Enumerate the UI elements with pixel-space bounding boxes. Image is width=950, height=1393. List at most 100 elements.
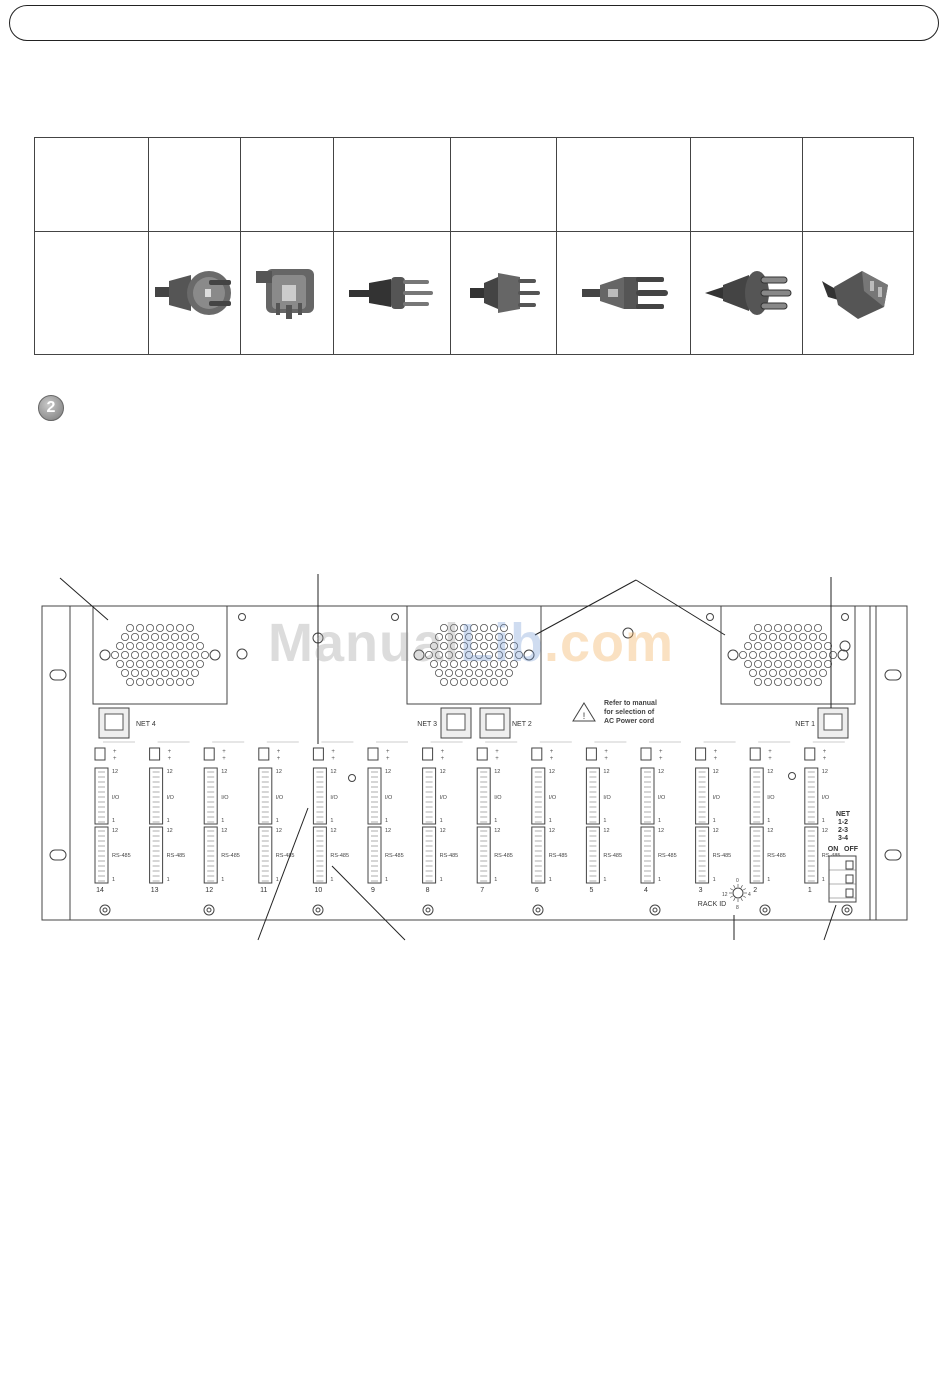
slot-polarity-mark: + — [331, 756, 335, 762]
slot-io-connector — [422, 767, 437, 825]
slot-pin-label: 1 — [112, 877, 115, 883]
slot-pin-label: 12 — [112, 769, 118, 775]
fan-vent-hole — [764, 624, 773, 633]
fan-vent-hole — [175, 624, 184, 633]
slot-pin-label: 12 — [494, 828, 500, 834]
panel-screw-center — [315, 907, 321, 913]
fan-vent-hole — [749, 669, 758, 678]
slot-number: 12 — [205, 887, 213, 894]
danish-plug-icon — [704, 271, 792, 315]
fan-vent-hole — [185, 642, 194, 651]
fan-vent-hole — [459, 660, 468, 669]
fan-vent-hole — [170, 651, 179, 660]
network-port-socket — [104, 713, 124, 731]
fan-vent-hole — [814, 624, 823, 633]
fan-vent-hole — [459, 624, 468, 633]
fan-vent-hole — [135, 642, 144, 651]
fan-vent-hole — [135, 678, 144, 687]
fan-vent-hole — [454, 651, 463, 660]
net-switch-label: 3-4 — [838, 835, 848, 842]
fan-screw — [837, 649, 849, 661]
slot-rs485-connector — [804, 826, 819, 884]
slot-pin-label: 1 — [276, 877, 279, 883]
fan-vent-hole — [754, 642, 763, 651]
fan-vent-hole — [116, 642, 125, 651]
fan-vent-hole — [155, 624, 164, 633]
slot-power-terminal — [149, 747, 161, 761]
slot-io-connector — [585, 767, 600, 825]
slot-pin-label: 1 — [603, 818, 606, 824]
slot-pin-label: 12 — [385, 769, 391, 775]
fan-vent-hole — [464, 651, 473, 660]
fan-vent-hole — [769, 669, 778, 678]
fan-vent-hole — [434, 669, 443, 678]
fan-vent-hole — [464, 633, 473, 642]
fan-vent-hole — [804, 624, 813, 633]
network-port-socket — [446, 713, 466, 731]
slot-rs485-connector — [203, 826, 218, 884]
slot-power-terminal — [640, 747, 652, 761]
warning-exclamation: ! — [583, 711, 586, 721]
network-port-socket — [485, 713, 505, 731]
panel-screw-center — [425, 907, 431, 913]
slot-rs485-connector — [258, 826, 273, 884]
panel-screw-center — [102, 907, 108, 913]
fan-vent-hole — [140, 669, 149, 678]
slot-io-connector — [312, 767, 327, 825]
panel-screw-center — [844, 907, 850, 913]
fan-vent-hole — [819, 669, 828, 678]
slot-pin-label: 12 — [767, 769, 773, 775]
fan-vent-hole — [784, 642, 793, 651]
fan-vent-hole — [145, 678, 154, 687]
panel-screw — [841, 613, 849, 621]
panel-screw — [706, 613, 714, 621]
slot-polarity-mark: + — [823, 756, 827, 762]
fan-vent-hole — [175, 678, 184, 687]
fan-vent-hole — [499, 642, 508, 651]
slot-polarity-mark: + — [495, 756, 499, 762]
fan-vent-hole — [145, 660, 154, 669]
rack-id-dial-tick — [743, 895, 746, 898]
south-africa-plug-icon — [581, 277, 668, 309]
slot-polarity-mark: + — [222, 756, 226, 762]
fan-vent-hole — [180, 633, 189, 642]
panel-screw — [622, 627, 634, 639]
fan-vent-hole — [459, 642, 468, 651]
slot-pin-label: 12 — [330, 828, 336, 834]
fan-vent-hole — [784, 678, 793, 687]
slot-power-terminal — [695, 747, 707, 761]
fan-vent-hole — [794, 678, 803, 687]
fan-vent-hole — [439, 642, 448, 651]
fan-screw — [209, 649, 221, 661]
fan-vent-hole — [474, 651, 483, 660]
rack-id-dial-tick — [740, 898, 743, 901]
slot-rs485-connector — [695, 826, 710, 884]
network-port — [440, 707, 472, 739]
slot-polarity-mark: + — [277, 756, 281, 762]
fan-vent-hole — [489, 660, 498, 669]
fan-vent-hole — [499, 660, 508, 669]
fan-vent-hole — [170, 633, 179, 642]
slot-number: 4 — [644, 887, 648, 894]
slot-io-connector — [149, 767, 164, 825]
fan-vent-hole — [829, 651, 838, 660]
panel-screw-center — [652, 907, 658, 913]
slot-io-connector — [203, 767, 218, 825]
slot-number: 3 — [699, 887, 703, 894]
watermark-part: Lib — [460, 613, 545, 673]
net-switch-on-label: ON — [828, 846, 839, 853]
fan-vent-hole — [165, 642, 174, 651]
fan-vent-hole — [180, 651, 189, 660]
fan-vent-hole — [170, 669, 179, 678]
slot-rs485-label: RS-485 — [549, 853, 568, 859]
fan-vent-hole — [809, 633, 818, 642]
slot-pin-label: 1 — [603, 877, 606, 883]
fan-vent-hole — [449, 660, 458, 669]
fan-vent-hole — [754, 624, 763, 633]
slot-pin-label: 12 — [767, 828, 773, 834]
slot-io-label: I/O — [603, 795, 611, 801]
callout-leader-line — [331, 865, 406, 941]
fan-vent-hole — [515, 651, 524, 660]
italian-plug-icon — [469, 273, 540, 313]
network-port-label: NET 2 — [512, 721, 532, 728]
